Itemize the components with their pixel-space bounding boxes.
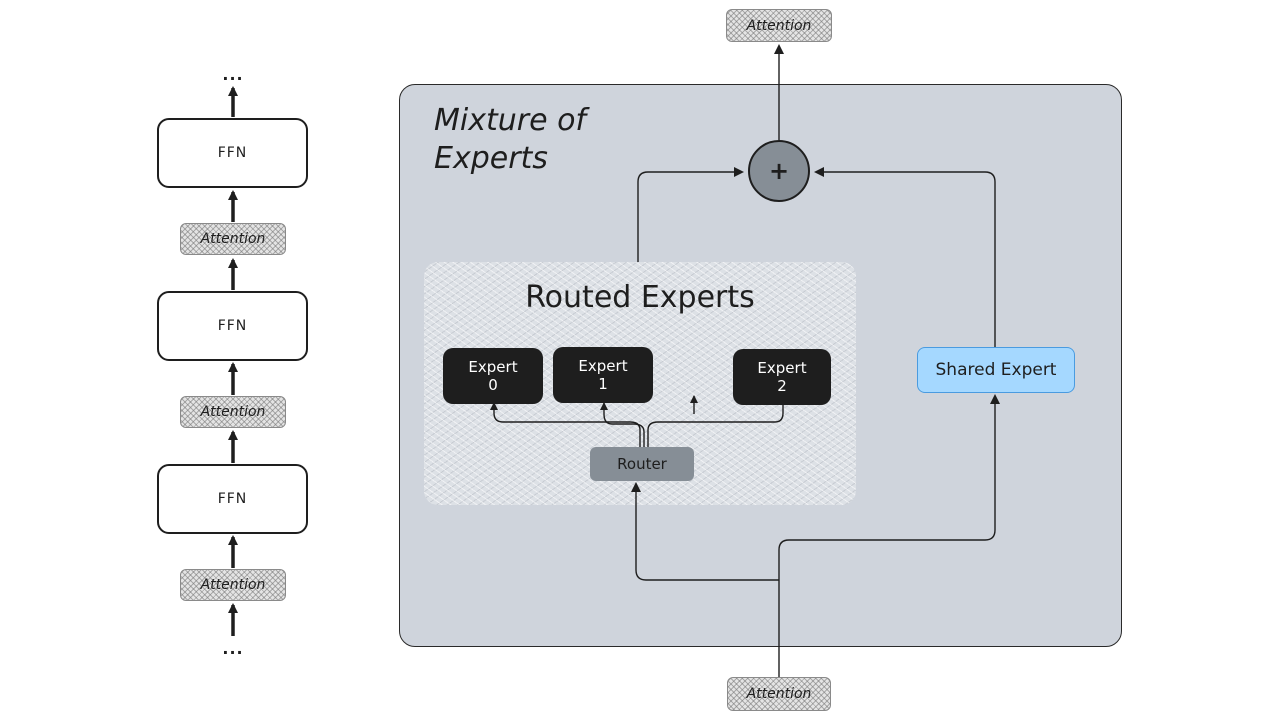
expert-1-index: 1 bbox=[598, 375, 608, 393]
shared-expert: Shared Expert bbox=[917, 347, 1075, 393]
moe-top-attention: Attention bbox=[726, 9, 832, 42]
routed-experts-title: Routed Experts bbox=[525, 280, 755, 315]
sum-node: + bbox=[748, 140, 810, 202]
ffn-block: FFN bbox=[157, 291, 308, 361]
stack-bottom-ellipsis: ... bbox=[222, 638, 244, 658]
input-to-router bbox=[631, 482, 779, 581]
input-split bbox=[778, 394, 1000, 677]
router-to-expert1 bbox=[600, 402, 645, 447]
expert-0-label: Expert bbox=[468, 358, 518, 376]
expert-0-index: 0 bbox=[488, 376, 498, 394]
shared-to-plus bbox=[814, 167, 996, 347]
attention-block: Attention bbox=[180, 396, 286, 428]
routed-to-plus bbox=[637, 167, 744, 262]
attention-block: Attention bbox=[180, 569, 286, 601]
ffn-block: FFN bbox=[157, 464, 308, 534]
moe-title-line2: Experts bbox=[434, 141, 548, 176]
moe-title-line1: Mixture of bbox=[434, 103, 586, 138]
expert-2-index: 2 bbox=[777, 377, 787, 395]
expert-0: Expert 0 bbox=[443, 348, 543, 404]
ffn-block: FFN bbox=[157, 118, 308, 188]
stack-top-ellipsis: ... bbox=[222, 64, 244, 84]
expert-2: Expert 2 bbox=[733, 349, 831, 405]
router: Router bbox=[590, 447, 694, 481]
expert-1-label: Expert bbox=[578, 357, 628, 375]
attention-block: Attention bbox=[180, 223, 286, 255]
expert-2-label: Expert bbox=[757, 359, 807, 377]
router-to-expert0 bbox=[490, 402, 641, 447]
moe-title: Mixture of Experts bbox=[434, 102, 586, 178]
router-to-expert2 bbox=[647, 405, 784, 447]
moe-bottom-attention: Attention bbox=[727, 677, 831, 711]
expert-1: Expert 1 bbox=[553, 347, 653, 403]
